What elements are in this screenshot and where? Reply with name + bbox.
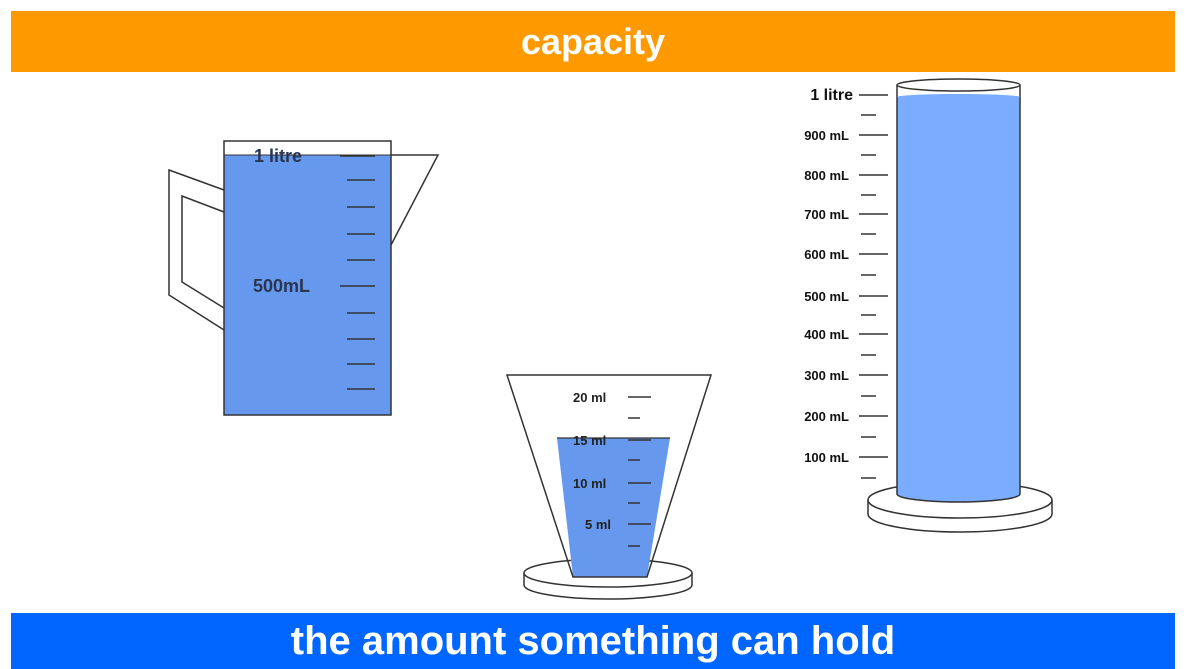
cylinder-label-700: 700 mL <box>804 207 849 222</box>
jug-handle <box>168 168 225 331</box>
cylinder-tube <box>896 85 1021 503</box>
measuring-cylinder: 1 litre 900 mL 800 mL 700 mL 600 mL 500 … <box>804 78 1053 533</box>
page-title: capacity <box>520 20 666 62</box>
measuring-jug: 1 litre 500mL <box>168 140 440 416</box>
jug-label-top: 1 litre <box>254 146 302 166</box>
footer-bar: the amount something can hold <box>11 613 1175 669</box>
cylinder-label-500: 500 mL <box>804 289 849 304</box>
header-bar: capacity <box>11 11 1175 72</box>
cone-label-5: 5 ml <box>585 517 611 532</box>
jug-body <box>223 140 392 416</box>
cone-label-20: 20 ml <box>573 390 606 405</box>
cylinder-label-800: 800 mL <box>804 168 849 183</box>
definition-caption: the amount something can hold <box>290 618 896 663</box>
jug-label-mid: 500mL <box>253 276 310 296</box>
jug-water <box>224 155 391 415</box>
cone-water <box>557 438 670 577</box>
cylinder-label-600: 600 mL <box>804 247 849 262</box>
cylinder-label-1-litre: 1 litre <box>810 87 853 104</box>
jug-ticks <box>340 155 375 390</box>
cylinder-rim <box>896 78 1021 92</box>
cylinder-label-900: 900 mL <box>804 128 849 143</box>
cone-label-15: 15 ml <box>573 433 606 448</box>
cylinder-label-200: 200 mL <box>804 409 849 424</box>
jug-handle-inner <box>181 194 225 309</box>
cone-label-10: 10 ml <box>573 476 606 491</box>
cylinder-label-100: 100 mL <box>804 450 849 465</box>
cylinder-water <box>897 97 1020 502</box>
cylinder-label-300: 300 mL <box>804 368 849 383</box>
cylinder-ticks <box>859 94 888 479</box>
cone-ticks <box>628 396 651 547</box>
jug-spout <box>390 154 440 246</box>
cone-body <box>505 374 713 578</box>
cylinder-label-400: 400 mL <box>804 327 849 342</box>
conical-measure: 20 ml 15 ml 10 ml 5 ml <box>505 374 713 600</box>
